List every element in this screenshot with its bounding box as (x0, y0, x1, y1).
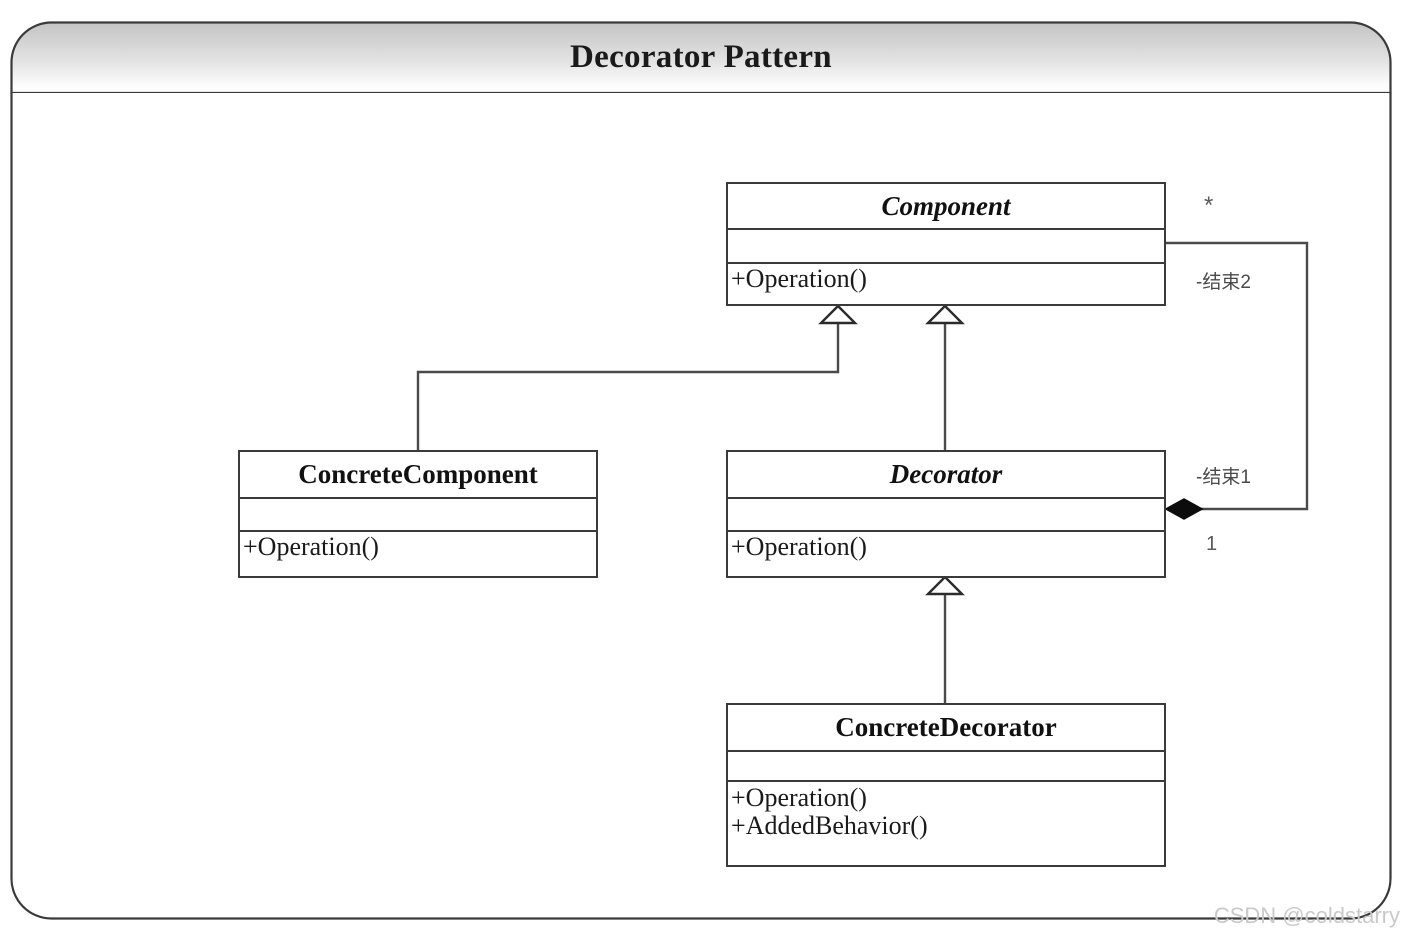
class-operations-concretecomponent: +Operation() (240, 532, 596, 576)
generalization-arrowhead-concretedecorator (925, 575, 965, 596)
uml-class-decorator[interactable]: Decorator +Operation() (726, 450, 1166, 578)
watermark-text: CSDN @coldstarry (1213, 903, 1400, 928)
class-name-decorator: Decorator (728, 452, 1164, 499)
operation-item: +Operation() (243, 532, 379, 561)
multiplicity-star: * (1204, 192, 1214, 219)
class-name-component: Component (728, 184, 1164, 230)
class-operations-concretedecorator: +Operation() +AddedBehavior() (728, 782, 1164, 865)
class-operations-decorator: +Operation() (728, 532, 1164, 576)
generalization-arrowhead-concretecomponent (818, 304, 858, 325)
class-name-concretedecorator: ConcreteDecorator (728, 705, 1164, 752)
operation-item: +Operation() (731, 783, 867, 812)
class-attributes-concretedecorator (728, 752, 1164, 782)
operation-item: +Operation() (731, 264, 867, 293)
composition-line-decorator-component (1166, 241, 1309, 511)
uml-class-concretecomponent[interactable]: ConcreteComponent +Operation() (238, 450, 598, 578)
composition-diamond (1164, 498, 1204, 520)
operation-item: +AddedBehavior() (731, 811, 928, 841)
multiplicity-one: 1 (1206, 533, 1218, 555)
class-name-concretecomponent: ConcreteComponent (240, 452, 596, 499)
association-role-end2: -结束2 (1196, 272, 1251, 293)
class-attributes-component (728, 230, 1164, 264)
class-attributes-concretecomponent (240, 499, 596, 532)
generalization-line-concretecomponent (416, 322, 840, 450)
uml-class-concretedecorator[interactable]: ConcreteDecorator +Operation() +AddedBeh… (726, 703, 1166, 867)
operation-item: +Operation() (731, 532, 867, 561)
association-role-end1: -结束1 (1196, 467, 1251, 488)
class-operations-component: +Operation() (728, 264, 1164, 304)
uml-class-component[interactable]: Component +Operation() (726, 182, 1166, 306)
class-attributes-decorator (728, 499, 1164, 532)
generalization-arrowhead-decorator (925, 304, 965, 325)
